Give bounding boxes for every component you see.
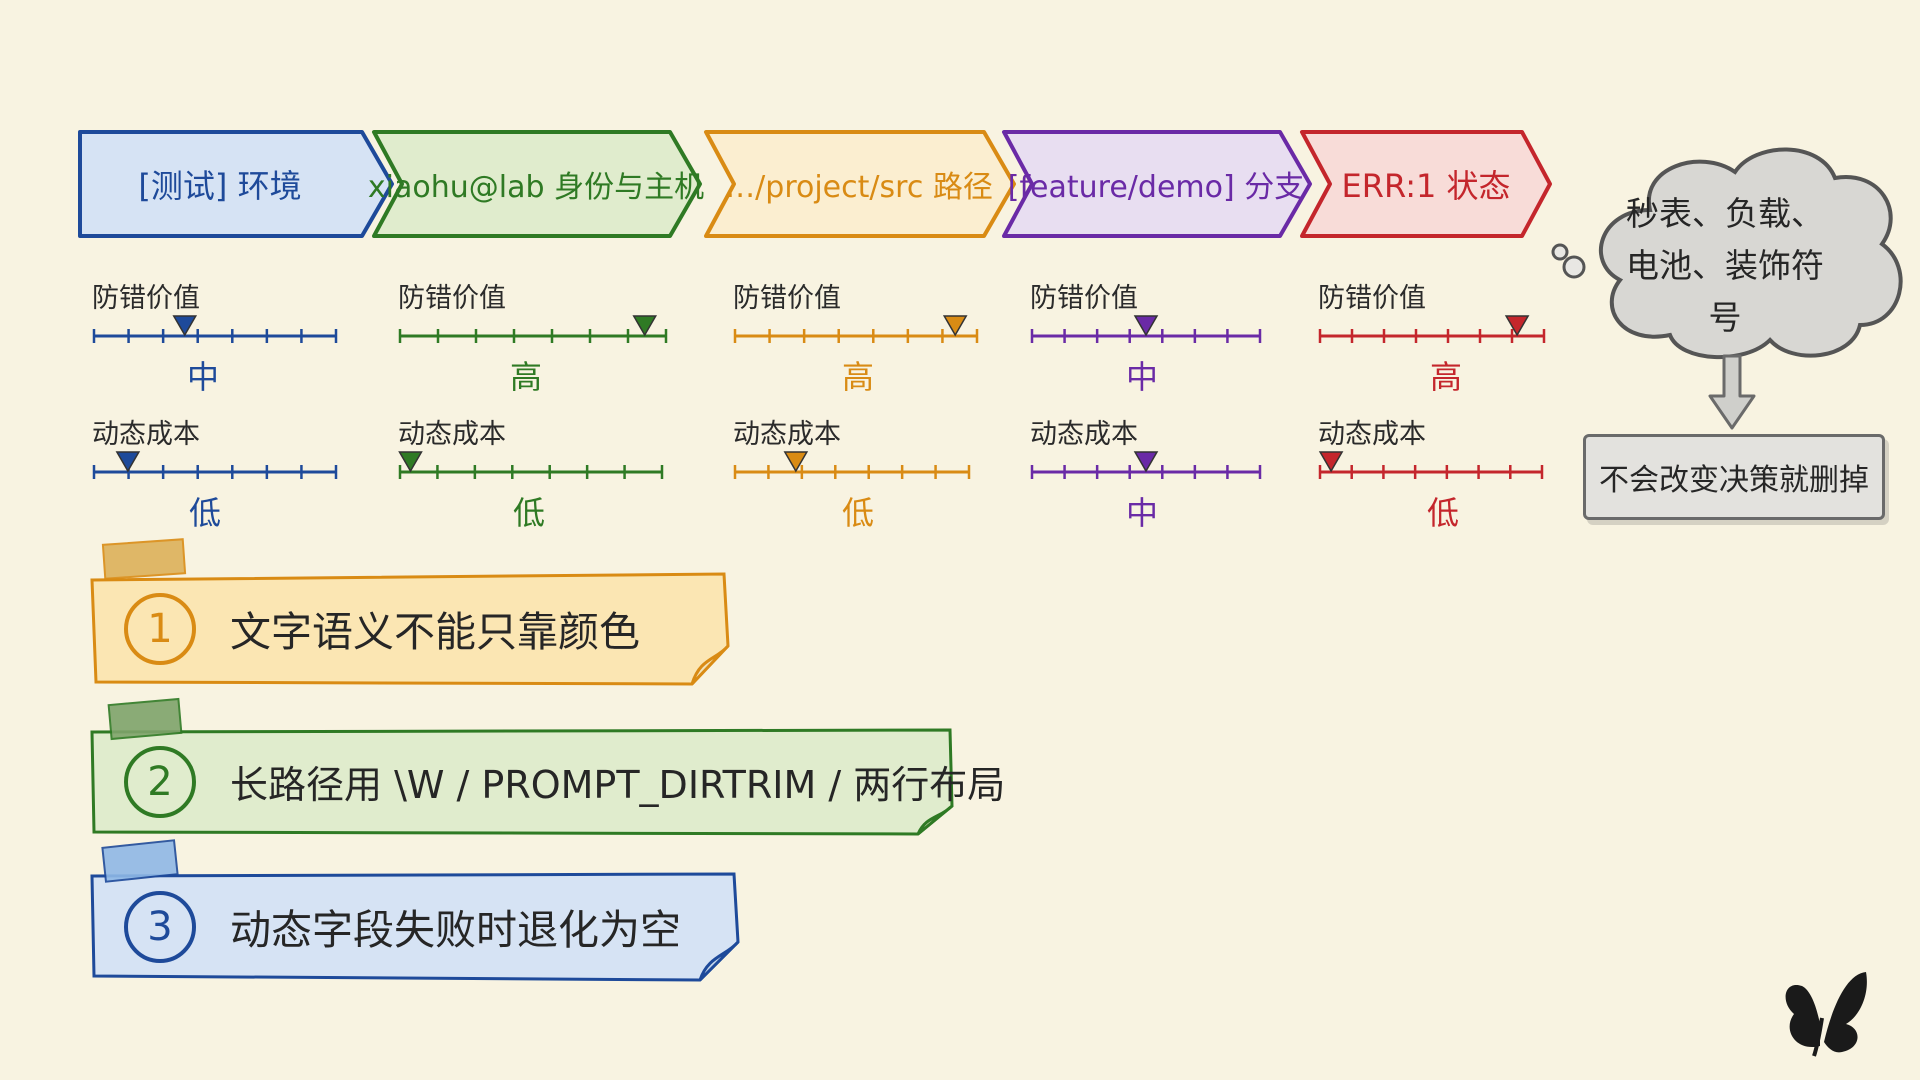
butterfly-logo-icon <box>1785 972 1867 1057</box>
cost-gauge-axis <box>1318 451 1544 479</box>
gauge-marker <box>398 451 423 473</box>
cost-gauge-title: 动态成本 <box>92 419 200 450</box>
value-gauge-level: 中 <box>1125 358 1158 396</box>
remove-if-no-decision-box: 不会改变决策就删掉 <box>1583 434 1885 520</box>
value-gauge-level: 中 <box>186 358 219 396</box>
segment-path-shape <box>704 130 1016 238</box>
value-gauge-axis <box>398 315 668 343</box>
cost-gauge-title: 动态成本 <box>1030 419 1138 450</box>
segment-env: [测试] 环境 <box>78 128 394 240</box>
gauge-marker <box>1133 451 1159 473</box>
cloud-line-1: 秒表、负载、 <box>1626 194 1824 233</box>
segment-path-label: …/project/src 路径 <box>725 170 993 205</box>
segment-env-shape <box>78 130 394 238</box>
gauge-marker <box>172 315 198 337</box>
note-2-shape <box>90 697 954 836</box>
segment-path: …/project/src 路径 <box>704 128 1016 240</box>
principle-note-2: 2 长路径用 \W / PROMPT_DIRTRIM / 两行布局 <box>88 697 1005 836</box>
value-gauge-title: 防错价值 <box>92 283 200 314</box>
value-gauge-title: 防错价值 <box>1318 283 1426 314</box>
value-gauge-axis <box>1030 315 1262 343</box>
note-1-shape <box>90 538 730 686</box>
number-3-badge: 3 <box>124 891 196 963</box>
thought-bubble-medium <box>1562 255 1586 279</box>
cloud-shape <box>1599 147 1903 359</box>
cost-gauge-level: 低 <box>841 494 874 532</box>
gauge-marker <box>1318 451 1344 473</box>
cost-gauge-title: 动态成本 <box>733 419 841 450</box>
segment-user-host-label: xiaohu@lab 身份与主机 <box>367 170 705 205</box>
value-gauge-title: 防错价值 <box>398 283 506 314</box>
value-gauge-level: 高 <box>841 358 874 396</box>
principle-3-text: 动态字段失败时退化为空 <box>230 906 681 954</box>
segment-branch-label: [feature/demo] 分支 <box>1007 170 1305 205</box>
segment-user-host-shape <box>372 130 702 238</box>
segment-user-host: xiaohu@lab 身份与主机 <box>367 128 705 240</box>
segment-status: ERR:1 状态 <box>1300 128 1552 240</box>
cloud-text: 秒表、负载、 电池、装饰符号 <box>1620 188 1830 344</box>
segment-branch: [feature/demo] 分支 <box>1002 128 1312 240</box>
cost-gauge-axis <box>398 451 664 479</box>
cost-gauge-axis <box>733 451 971 479</box>
number-1-badge: 1 <box>124 593 196 665</box>
principle-note-1: 1 文字语义不能只靠颜色 <box>88 538 732 688</box>
gauge-marker <box>1504 315 1530 337</box>
cost-gauge-title: 动态成本 <box>1318 419 1426 450</box>
gauge-marker <box>942 315 968 337</box>
value-gauge-axis <box>92 315 338 343</box>
number-2-badge: 2 <box>124 746 196 818</box>
principle-2-text: 长路径用 \W / PROMPT_DIRTRIM / 两行布局 <box>230 762 1006 807</box>
gauge-marker <box>783 451 809 473</box>
gauge-marker <box>1133 315 1159 337</box>
value-gauge-axis <box>1318 315 1546 343</box>
arrow-down-icon <box>1708 354 1756 430</box>
cost-gauge-level: 低 <box>1426 494 1459 532</box>
value-gauge-title: 防错价值 <box>733 283 841 314</box>
thought-bubble-small <box>1551 243 1569 261</box>
segment-branch-shape <box>1002 130 1312 238</box>
value-gauge-level: 高 <box>509 358 542 396</box>
principle-1-text: 文字语义不能只靠颜色 <box>230 608 640 656</box>
note-3-shape <box>90 839 740 982</box>
cost-gauge-level: 低 <box>512 494 545 532</box>
value-gauge-level: 高 <box>1429 358 1462 396</box>
segment-status-shape <box>1300 130 1552 238</box>
cost-gauge-axis <box>92 451 338 479</box>
gauge-marker <box>115 451 141 473</box>
principle-note-3: 3 动态字段失败时退化为空 <box>88 839 742 982</box>
cost-gauge-axis <box>1030 451 1262 479</box>
value-gauge-title: 防错价值 <box>1030 283 1138 314</box>
segment-status-label: ERR:1 状态 <box>1341 167 1511 205</box>
thought-cloud <box>1551 147 1903 359</box>
cloud-line-2: 电池、装饰符号 <box>1626 246 1824 337</box>
cost-gauge-title: 动态成本 <box>398 419 506 450</box>
cost-gauge-level: 中 <box>1125 494 1158 532</box>
cost-gauge-level: 低 <box>188 494 221 532</box>
gauge-marker <box>632 315 658 337</box>
value-gauge-axis <box>733 315 979 343</box>
segment-env-label: [测试] 环境 <box>138 167 302 205</box>
